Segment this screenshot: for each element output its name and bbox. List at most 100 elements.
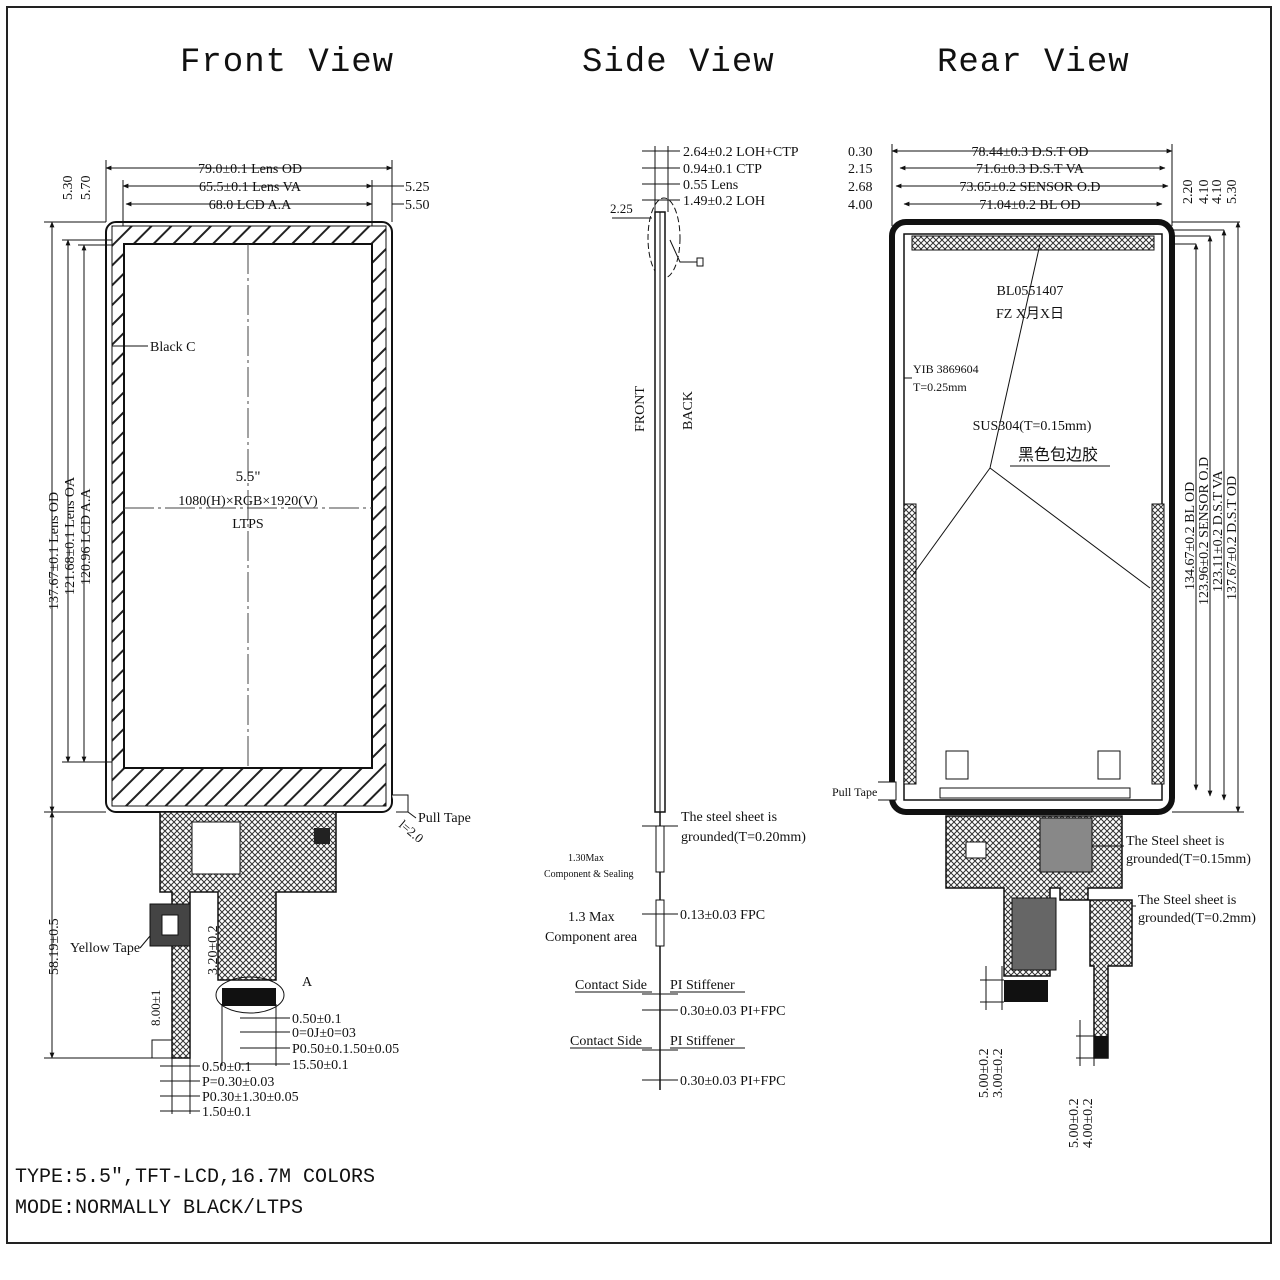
rear-dim-left-4: 4.00 — [848, 198, 873, 213]
side-view: 2.64±0.2 LOH+CTP 0.94±0.1 CTP 0.55 Lens … — [544, 145, 806, 1090]
rear-pull-tape-tab — [878, 781, 897, 801]
side-dim-1: 2.64±0.2 LOH+CTP — [683, 145, 799, 160]
type-spec: TYPE:5.5",TFT-LCD,16.7M COLORS — [15, 1166, 376, 1189]
side-component-block — [655, 825, 665, 873]
rear-dim-bottom-a1: 5.00±0.2 — [977, 1048, 992, 1098]
rear-yib-thickness: T=0.25mm — [913, 380, 967, 394]
fpc-dim-r4: 15.50±0.1 — [292, 1058, 349, 1073]
front-top-dimensions — [105, 160, 404, 240]
front-view: 79.0±0.1 Lens OD 65.5±0.1 Lens VA 68.0 L… — [44, 160, 471, 1120]
rear-dim-dst-od: 78.44±0.3 D.S.T OD — [971, 145, 1088, 160]
panel-size: 5.5" — [236, 469, 261, 485]
rear-dim-dst-va-height: 123.11±0.2 D.S.T VA — [1211, 470, 1226, 592]
comp-seal-max: 1.30Max — [568, 853, 604, 864]
rear-dim-right-3: 4.10 — [1210, 180, 1225, 205]
dim-lens-od: 79.0±0.1 Lens OD — [198, 162, 302, 177]
side-dim-2-25: 2.25 — [610, 201, 633, 216]
rear-dim-sensor-od: 73.65±0.2 SENSOR O.D — [959, 180, 1100, 195]
rear-pull-tape-label: Pull Tape — [832, 785, 877, 799]
rear-cutout-left — [945, 750, 969, 780]
rear-top-dim-lines — [891, 144, 1173, 226]
fpc-bottom-dim-lines — [160, 1058, 200, 1114]
fpc-dim-r3: P0.50±0.1.50±0.05 — [292, 1042, 399, 1057]
rear-connector — [1004, 980, 1048, 1002]
side-connector-leader — [669, 239, 698, 263]
contact-side-2: Contact Side — [570, 1034, 642, 1049]
rear-black-tape-label: 黑色包边胶 — [1018, 446, 1098, 464]
front-view-title: Front View — [180, 44, 395, 82]
front-fpc-component — [191, 821, 241, 875]
rear-steel-02-line2: grounded(T=0.2mm) — [1138, 911, 1256, 926]
pull-tape-leader — [407, 811, 417, 819]
rear-bottom-strip — [939, 787, 1131, 799]
rear-dim-sensor-height: 123.96±0.2 SENSOR O.D — [1197, 457, 1212, 605]
drawing-frame — [6, 6, 1272, 1244]
rear-view-title: Rear View — [937, 44, 1130, 82]
side-view-title: Side View — [582, 44, 775, 82]
rear-fpc-marker — [965, 841, 987, 859]
dim-5-50: 5.50 — [405, 198, 430, 213]
dim-5-70: 5.70 — [79, 176, 94, 201]
rear-dim-dst-od-height: 137.67±0.2 D.S.T OD — [1225, 476, 1240, 600]
pull-tape-tab — [392, 794, 409, 813]
rear-steel-sheet — [903, 233, 1163, 801]
fpc-right-dim-lines — [221, 1004, 290, 1066]
fpc-dim-b1: 0.50±0.1 — [202, 1060, 252, 1075]
rear-yib-label: YIB 3869604 — [913, 362, 979, 376]
rear-bottom-dim-lines — [980, 966, 1095, 1066]
rear-top-tape — [911, 235, 1155, 251]
comp-seal-label: Component & Sealing — [544, 869, 633, 880]
mode-spec: MODE:NORMALLY BLACK/LTPS — [15, 1197, 304, 1220]
fpc-dim-r2: 0=0J±0=03 — [292, 1026, 356, 1041]
fpc-dim-b4: 1.50±0.1 — [202, 1105, 252, 1120]
dim-h-lens-va: 121.68±0.1 Lens OA — [63, 476, 78, 595]
rear-cutout-right — [1097, 750, 1121, 780]
rear-dim-bottom-b1: 5.00±0.2 — [1067, 1098, 1082, 1148]
side-connector-mark — [696, 257, 704, 267]
rear-dim-left-1: 0.30 — [848, 145, 873, 160]
comp-area-max: 1.3 Max — [568, 910, 615, 925]
contact-side-1: Contact Side — [575, 978, 647, 993]
pi-stiffener-1: PI Stiffener — [670, 978, 735, 993]
front-connector — [222, 988, 276, 1006]
dim-lcd-aa: 68.0 LCD A.A — [209, 198, 292, 213]
yellow-tape-window — [161, 914, 179, 936]
rear-dim-dst-va: 71.6±0.3 D.S.T VA — [976, 162, 1085, 177]
dim-3-20: 3.20±0.2 — [206, 925, 221, 975]
rear-dim-left-3: 2.68 — [848, 180, 873, 195]
front-side-label: FRONT — [633, 386, 648, 432]
front-fpc-tail-box — [151, 1039, 173, 1059]
dim-fpc-length: 58.19±0.5 — [47, 918, 62, 975]
steel-note-line1: The steel sheet is — [681, 810, 777, 825]
fpc-dim-b3: P0.30±1.30±0.05 — [202, 1090, 299, 1105]
rear-dim-right-2: 4.10 — [1197, 180, 1212, 205]
rear-steel-015-line1: The Steel sheet is — [1126, 834, 1224, 849]
black-border-label: Black C — [150, 340, 196, 355]
back-side-label: BACK — [681, 391, 696, 430]
side-top-dim-lines — [642, 146, 680, 212]
pi-fpc-dim-2: 0.30±0.03 PI+FPC — [680, 1074, 785, 1089]
dim-h-lens-od: 137.67±0.1 Lens OD — [47, 492, 62, 610]
panel-resolution: 1080(H)×RGB×1920(V) — [178, 494, 318, 509]
yellow-tape-leader — [139, 935, 151, 949]
side-dim-2: 0.94±0.1 CTP — [683, 162, 762, 177]
rear-fpc-tail-connector — [1094, 1036, 1108, 1058]
rear-dim-right-4: 5.30 — [1225, 180, 1240, 205]
rear-left-tape — [903, 503, 917, 785]
rear-date-code: FZ X月X日 — [996, 306, 1064, 322]
rear-right-tape — [1151, 503, 1165, 785]
rear-dim-left-2: 2.15 — [848, 162, 873, 177]
panel-technology: LTPS — [232, 517, 263, 532]
rear-steel-02-line1: The Steel sheet is — [1138, 893, 1236, 908]
yellow-tape-label: Yellow Tape — [70, 941, 140, 956]
dim-5-25: 5.25 — [405, 180, 430, 195]
side-dim-3: 0.55 Lens — [683, 178, 738, 193]
fpc-dim-r1: 0.50±0.1 — [292, 1012, 342, 1027]
rear-dim-bl-od: 71.04±0.2 BL OD — [979, 198, 1080, 213]
pi-stiffener-2: PI Stiffener — [670, 1034, 735, 1049]
side-lower-dim-lines — [642, 825, 678, 1081]
rear-steel-015-line2: grounded(T=0.15mm) — [1126, 852, 1251, 867]
comp-area-label: Component area — [545, 930, 638, 945]
rear-tape-leaders — [911, 243, 1151, 589]
